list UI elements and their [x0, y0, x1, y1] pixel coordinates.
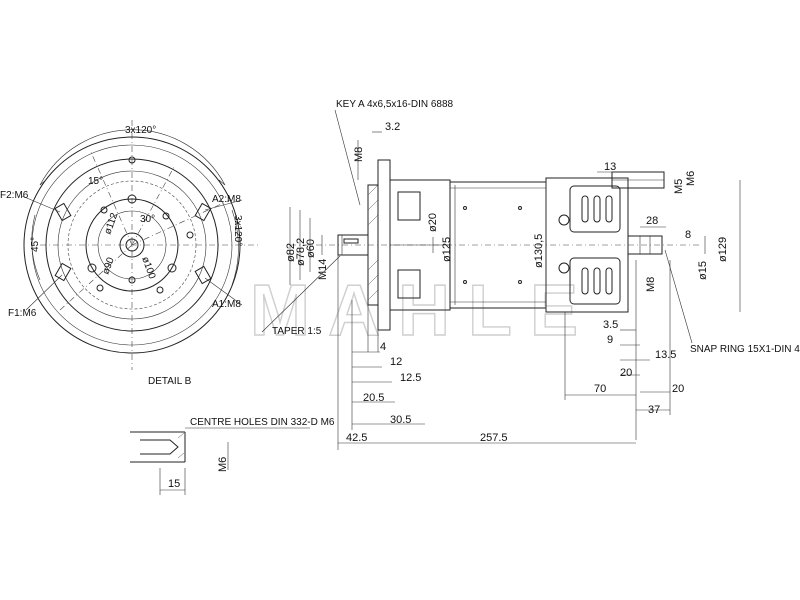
dim-20-a: 20 — [620, 367, 632, 379]
dim-12: 12 — [390, 356, 402, 368]
dim-20-b: 20 — [672, 383, 684, 395]
centre-holes-label: CENTRE HOLES DIN 332-D M6 — [190, 417, 335, 428]
dia-82: ø82 — [285, 243, 297, 262]
dim-70: 70 — [594, 383, 606, 395]
detail-b-drawing — [130, 431, 229, 495]
dim-13-5: 13.5 — [655, 349, 676, 361]
m8-top-label: M8 — [353, 147, 365, 162]
bottom-dims — [337, 255, 636, 450]
m6-detail-label: M6 — [217, 457, 229, 472]
angle-30: 30° — [140, 214, 155, 225]
dim-20-5: 20.5 — [363, 392, 384, 404]
dim-257-5: 257.5 — [480, 432, 508, 444]
f1-label: F1:M6 — [8, 308, 37, 319]
dia-130-5: ø130,5 — [533, 234, 545, 268]
key-leader — [334, 109, 361, 206]
key-label: KEY A 4x6,5x16-DIN 6888 — [336, 99, 454, 110]
f2-label: F2:M6 — [0, 190, 29, 201]
angle-3x120-side: 3x120° — [232, 215, 243, 246]
dia-129: ø129 — [717, 237, 729, 262]
snap-ring-label: SNAP RING 15X1-DIN 471 — [690, 344, 800, 355]
dim-3-2: 3.2 — [385, 121, 400, 133]
dim-9: 9 — [607, 334, 613, 346]
dia-125: ø125 — [441, 237, 453, 262]
dim-37: 37 — [648, 404, 660, 416]
a2-label: A2:M8 — [212, 194, 241, 205]
m5-label: M5 — [673, 179, 685, 194]
dim-30-5: 30.5 — [390, 414, 411, 426]
taper-label: TAPER 1:5 — [272, 326, 322, 337]
dia-90: ø90 — [100, 256, 116, 276]
dia-20: ø20 — [427, 213, 439, 232]
dim-28: 28 — [646, 215, 658, 227]
dim-3-5: 3.5 — [603, 319, 618, 331]
dia-112: ø112 — [102, 211, 120, 236]
dim-8: 8 — [685, 229, 691, 241]
angle-15: 15° — [88, 176, 103, 187]
detail-b-label: DETAIL B — [148, 376, 192, 387]
a1-label: A1:M8 — [212, 299, 241, 310]
dia-100: ø100 — [139, 255, 157, 281]
m14-label: M14 — [317, 259, 329, 280]
dim-42-5: 42.5 — [346, 432, 367, 444]
dia-15: ø15 — [697, 261, 709, 280]
side-view — [290, 159, 700, 331]
dim-13: 13 — [604, 161, 616, 173]
dia-78-2: ø78,2 — [295, 238, 307, 266]
dim-4: 4 — [380, 341, 386, 353]
side-dims — [289, 140, 741, 312]
angle-45: 45° — [30, 237, 41, 252]
front-view — [21, 120, 260, 370]
taper-leader — [261, 255, 341, 333]
angle-3x120-top: 3x120° — [125, 125, 156, 136]
top-dims — [372, 131, 666, 228]
dim-15-detail: 15 — [168, 478, 180, 490]
dia-60: ø60 — [305, 239, 317, 258]
m6-top-label: M6 — [685, 171, 697, 186]
dim-12-5: 12.5 — [400, 372, 421, 384]
m8-right-label: M8 — [645, 277, 657, 292]
watermark-logo: MAHLE — [250, 271, 596, 351]
right-dims — [564, 260, 671, 440]
snap-ring-leader — [664, 249, 693, 344]
